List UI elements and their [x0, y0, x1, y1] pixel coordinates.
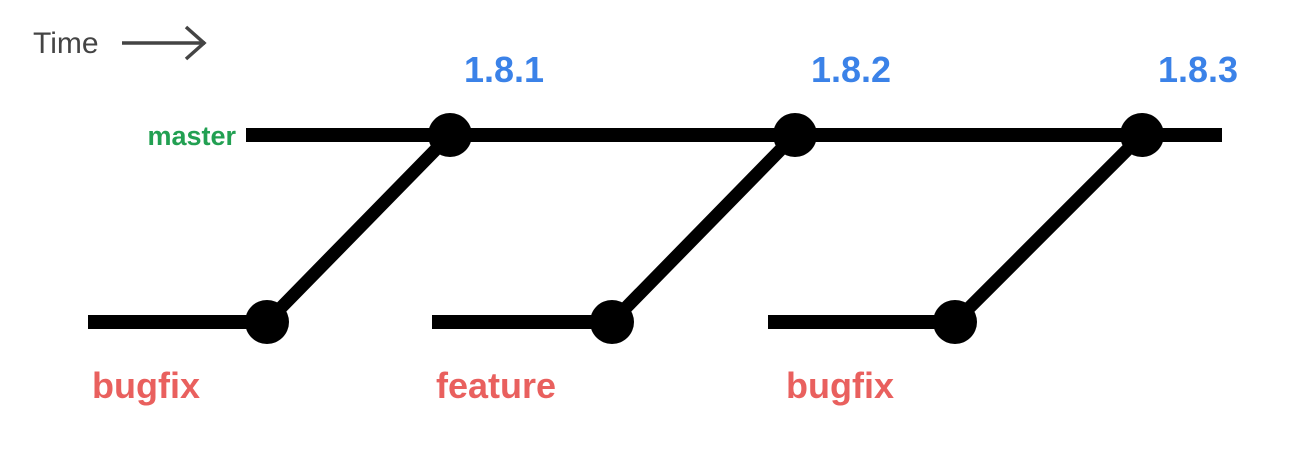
branch-label-feature: feature: [436, 365, 556, 406]
version-tag-181[interactable]: 1.8.1: [464, 49, 544, 90]
time-axis-label: Time: [33, 27, 99, 60]
commit-node-master-1[interactable]: [428, 113, 472, 157]
version-tags-group: 1.8.1 1.8.2 1.8.3: [464, 49, 1238, 90]
side-commit-nodes-group: [245, 300, 977, 344]
version-tag-182[interactable]: 1.8.2: [811, 49, 891, 90]
arrow-right-icon: [122, 25, 207, 61]
merge-line-bugfix-1: [262, 130, 455, 327]
master-branch-label: master: [147, 121, 236, 151]
merge-lines-group: [262, 130, 1147, 327]
commit-node-master-2[interactable]: [773, 113, 817, 157]
master-branch-group: master: [147, 121, 1222, 151]
merge-line-bugfix-2: [950, 130, 1147, 327]
master-commit-nodes-group: [428, 113, 1164, 157]
branch-label-bugfix-2: bugfix: [786, 365, 894, 406]
merge-line-feature: [607, 130, 800, 327]
commit-node-feature[interactable]: [590, 300, 634, 344]
version-tag-183[interactable]: 1.8.3: [1158, 49, 1238, 90]
commit-node-bugfix-2[interactable]: [933, 300, 977, 344]
commit-node-master-3[interactable]: [1120, 113, 1164, 157]
side-branch-labels-group: bugfix feature bugfix: [92, 365, 894, 406]
time-axis-group: Time: [33, 25, 207, 61]
branch-label-bugfix-1: bugfix: [92, 365, 200, 406]
commit-node-bugfix-1[interactable]: [245, 300, 289, 344]
